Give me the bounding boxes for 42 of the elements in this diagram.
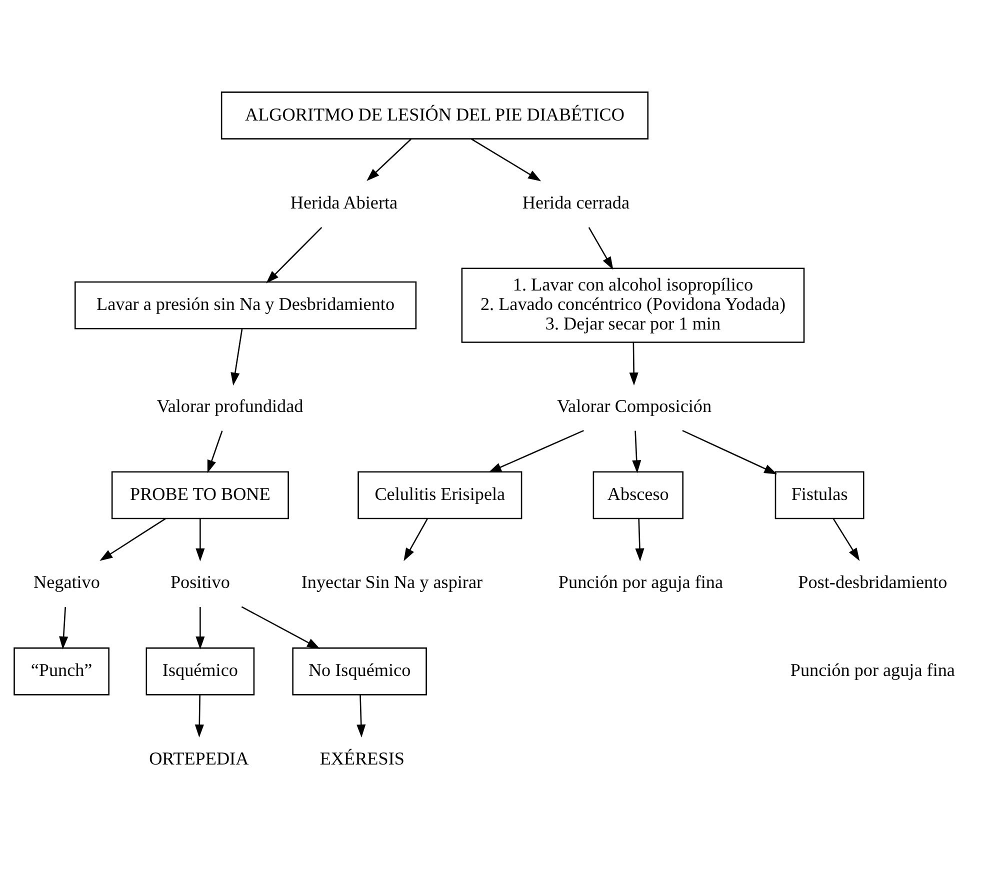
arrow: [632, 430, 641, 473]
arrow: [628, 342, 638, 386]
arrow: [230, 328, 242, 386]
arrow: [588, 226, 613, 270]
node-box: Fistulas: [774, 470, 864, 519]
node-text: ORTEPEDIA: [148, 748, 248, 768]
arrow: [206, 430, 222, 473]
arrow: [832, 518, 860, 561]
node-box: ALGORITMO DE LESIÓN DEL PIE DIABÉTICO: [220, 91, 648, 139]
node-box: PROBE TO BONE: [110, 470, 288, 519]
node-text: Negativo: [33, 572, 100, 592]
arrow: [403, 518, 428, 561]
node-box: “Punch”: [13, 646, 109, 695]
arrow: [634, 518, 644, 561]
node-text: Herida cerrada: [522, 192, 630, 212]
arrow: [366, 138, 411, 181]
node-text: Positivo: [170, 572, 230, 592]
node-text: EXÉRESIS: [319, 748, 404, 768]
arrow: [58, 606, 68, 649]
arrow: [99, 518, 166, 560]
arrow: [682, 430, 777, 474]
arrow: [240, 606, 320, 648]
node-box: 1. Lavar con alcohol isopropílico 2. Lavado concéntrico (Povidona Yodada) 3. Dejar secar por 1 min: [460, 267, 804, 342]
arrow: [194, 694, 204, 738]
node-box: Celulitis Erisipela: [357, 470, 522, 519]
node-box: No Isquémico: [292, 646, 426, 695]
arrow: [470, 138, 541, 181]
node-text: Inyectar Sin Na y aspirar: [300, 572, 482, 592]
arrow: [195, 518, 204, 561]
arrow: [266, 226, 322, 283]
node-box: Lavar a presión sin Na y Desbridamiento: [74, 280, 416, 329]
node-box: Absceso: [592, 470, 683, 519]
node-text: Valorar profundidad: [156, 395, 303, 416]
node-text: Post-desbridamiento: [798, 572, 947, 592]
node-text: Herida Abierta: [290, 192, 398, 212]
arrow: [356, 694, 366, 738]
arrow: [195, 606, 204, 649]
label: Punción por aguja fina: [790, 660, 954, 680]
node-text: Valorar Composición: [556, 395, 712, 416]
arrow: [488, 430, 584, 472]
node-box: Isquémico: [145, 646, 254, 695]
node-text: Punción por aguja fina: [558, 572, 723, 592]
